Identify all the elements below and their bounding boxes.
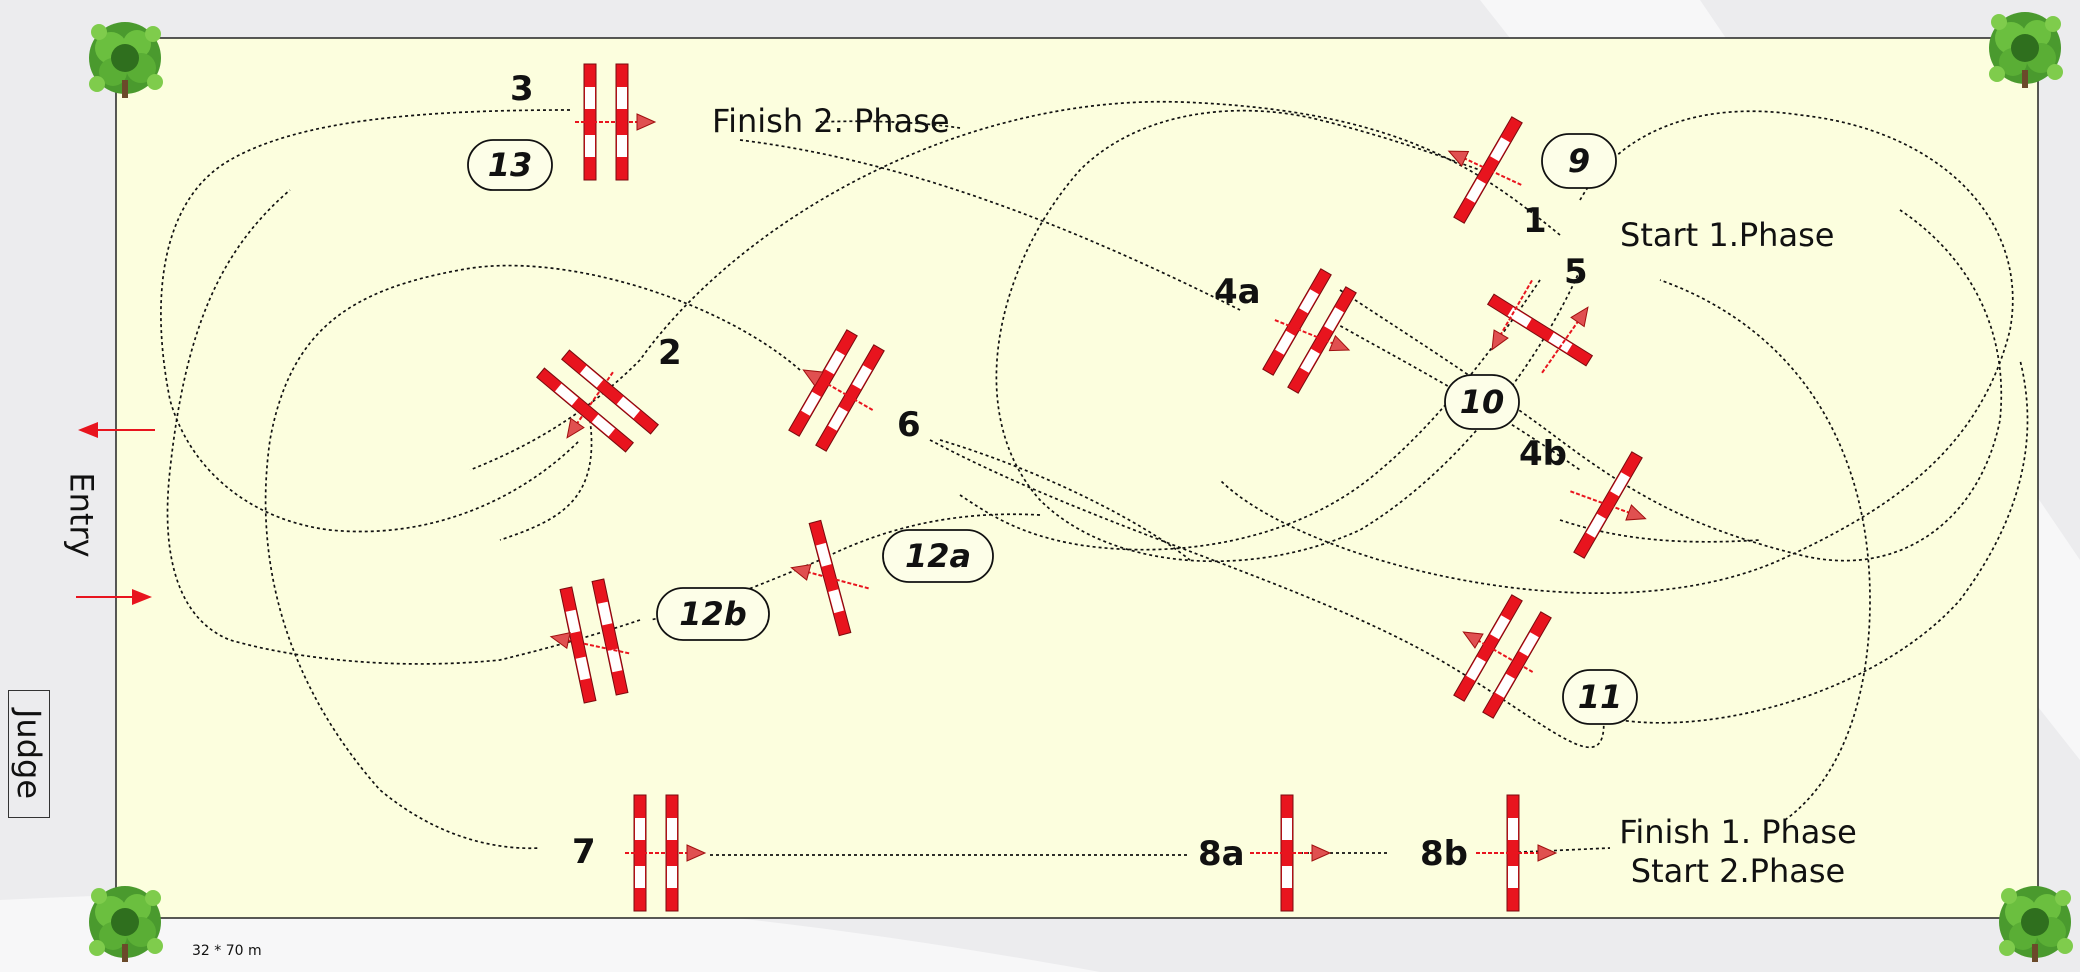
judge-text: Judge	[10, 708, 48, 800]
entry-text: Entry	[63, 472, 102, 558]
dimensions-label: 32 * 70 m	[192, 943, 262, 959]
arena	[115, 37, 2039, 919]
entry-label: Entry	[56, 470, 108, 560]
bubble-12b	[656, 587, 770, 641]
tree-icon	[89, 22, 163, 98]
label-9: 9	[1568, 142, 1590, 180]
label-5: 5	[1564, 252, 1588, 292]
label-3: 3	[510, 69, 534, 109]
bubble-11	[1562, 669, 1638, 725]
label-12a: 12a	[905, 537, 971, 575]
bubble-12a	[882, 529, 994, 583]
tree-icon	[89, 886, 163, 962]
bubble-9	[1541, 133, 1617, 189]
label-7: 7	[572, 832, 596, 872]
entry-arrows	[76, 422, 155, 605]
label-8b: 8b	[1420, 834, 1468, 874]
label-start-2-phase: Start 2.Phase	[1631, 852, 1845, 890]
label-finish-1-phase: Finish 1. Phase	[1619, 813, 1857, 851]
bubble-10	[1444, 374, 1520, 430]
label-12b: 12b	[679, 595, 746, 633]
label-6: 6	[897, 405, 921, 445]
tree-icon	[1999, 886, 2073, 962]
label-2: 2	[658, 333, 682, 373]
label-11: 11	[1578, 678, 1623, 716]
tree-icon	[1989, 12, 2063, 88]
judge-box: Judge	[8, 690, 50, 818]
label-1: 1	[1523, 201, 1547, 241]
label-13: 13	[488, 146, 533, 184]
label-start-1-phase: Start 1.Phase	[1620, 216, 1834, 254]
label-4b: 4b	[1519, 434, 1567, 474]
label-finish-2-phase: Finish 2. Phase	[712, 102, 950, 140]
label-4a: 4a	[1214, 272, 1261, 312]
label-8a: 8a	[1198, 834, 1245, 874]
label-10: 10	[1460, 383, 1505, 421]
bubble-13	[467, 139, 553, 191]
